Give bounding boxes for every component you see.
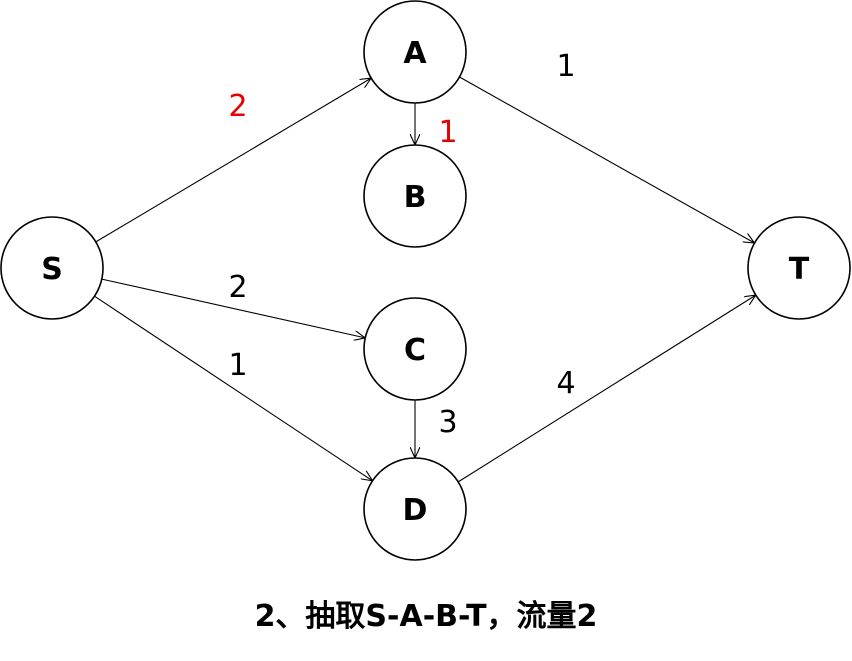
edges-layer [94,76,756,483]
edge-a-t [459,76,755,243]
edge-s-a [95,78,371,243]
node-circle-t [747,216,851,320]
edge-s-d [94,295,373,481]
nodes-layer: S A B C D T [0,0,851,561]
node-a: A [363,0,467,104]
node-circle-s [0,216,104,320]
node-label-t: T [789,252,810,287]
node-circle-a [363,0,467,104]
edge-labels-layer: 2 1 1 2 1 3 4 [228,49,575,440]
node-label-c: C [404,333,426,368]
node-circle-d [363,457,467,561]
node-d: D [363,457,467,561]
edge-label-a-b: 1 [438,115,457,150]
edge-label-c-d: 3 [438,405,457,440]
node-label-d: D [403,493,428,528]
node-label-s: S [41,252,63,287]
edge-s-c [101,278,365,338]
node-circle-c [363,297,467,401]
caption: 2、抽取S-A-B-T，流量2 [255,599,598,634]
edge-label-s-d: 1 [228,348,247,383]
node-c: C [363,297,467,401]
edge-label-s-a: 2 [228,89,247,124]
node-circle-b [363,144,467,248]
node-t: T [747,216,851,320]
node-label-a: A [403,36,427,71]
node-b: B [363,144,467,248]
edge-label-a-t: 1 [556,49,575,84]
edge-label-s-c: 2 [228,270,247,305]
edge-label-d-t: 4 [556,366,575,401]
node-label-b: B [404,180,427,215]
edge-d-t [457,295,756,483]
node-s: S [0,216,104,320]
